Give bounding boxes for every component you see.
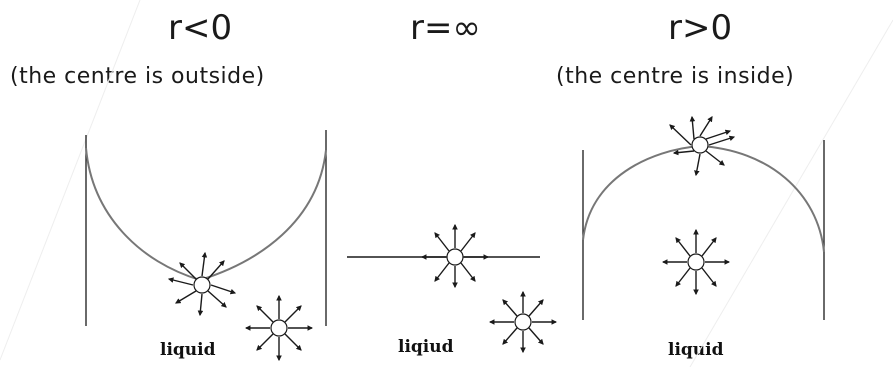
panel-1-concave-surface [85,147,327,282]
panel-1-liquid-label: liquid [160,340,216,360]
molecule-icon [488,290,558,354]
molecule-icon [167,251,237,317]
molecule-icon [669,115,736,177]
molecule-icon [661,228,731,296]
panel-2-title: r=∞ [410,8,481,48]
panel-1-container [85,130,327,326]
panel-1-title: r<0 [168,8,233,48]
panel-3-container [582,140,825,320]
molecule-icon [420,223,490,289]
panel-3-title: r>0 [668,8,733,48]
panel-3-subtitle: (the centre is inside) [556,64,795,89]
panel-1-subtitle: (the centre is outside) [10,64,265,89]
panel-2-liquid-label: liqiud [398,337,454,357]
molecule-icon [244,294,314,362]
panel-3-liquid-label: liquid [668,340,724,360]
